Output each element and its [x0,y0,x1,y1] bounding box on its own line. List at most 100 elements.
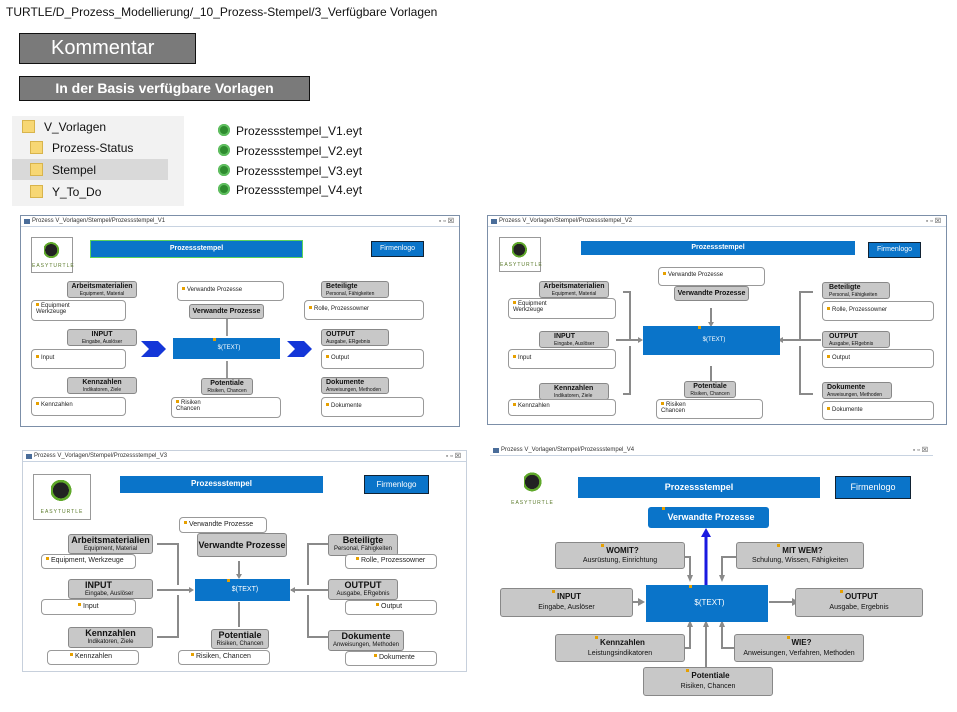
verwandte-prozesse-field[interactable]: Verwandte Prozesse [179,517,267,533]
firmenlogo-box[interactable]: Firmenlogo [835,476,911,499]
tree-item-v-vorlagen[interactable]: V_Vorlagen [22,117,106,137]
box-title: MIT WEM? [782,546,823,555]
beteiligte-field[interactable]: Rolle, Prozessowner [822,301,934,321]
beteiligte-field[interactable]: Rolle, Prozessowner [304,300,424,320]
window-controls[interactable]: ▫▫☒ [925,218,943,225]
beteiligte-field[interactable]: Rolle, Prozessowner [345,554,437,569]
template-window-v1[interactable]: Prozess V_Vorlagen/Stempel/Prozessstempe… [20,215,460,427]
potentiale-field[interactable]: Risiken, Chancen [178,650,270,665]
input-field[interactable]: Input [508,349,616,369]
template-window-v4[interactable]: Prozess V_Vorlagen/Stempel/Prozessstempe… [490,445,933,700]
verwandte-prozesse-label[interactable]: Verwandte Prozesse [189,304,264,319]
input-field[interactable]: Input [31,349,126,369]
marker-icon [36,402,39,405]
prozessstempel-header[interactable]: Prozessstempel [120,476,323,493]
kennzahlen-field[interactable]: Kennzahlen [31,397,126,416]
window-controls[interactable]: ▫▫☒ [445,453,463,460]
file-label: Prozessstempel_V4.eyt [236,183,363,197]
dokumente-field[interactable]: Dokumente [345,651,437,666]
marker-icon [601,544,605,547]
marker-icon [513,355,516,358]
output-field[interactable]: Output [321,349,424,369]
box-title: Potentiale [691,671,730,680]
prozessstempel-header[interactable]: Prozessstempel [90,240,303,258]
field-value: Input [518,355,532,361]
window-title: Prozess V_Vorlagen/Stempel/Prozessstempe… [32,218,166,224]
firmenlogo-box[interactable]: Firmenlogo [364,475,429,494]
verwandte-prozesse-label[interactable]: Verwandte Prozesse [197,533,287,557]
firmenlogo-box[interactable]: Firmenlogo [371,241,424,257]
kennzahlen-field[interactable]: Kennzahlen [508,399,616,416]
window-icon [493,448,499,453]
output-field[interactable]: Output [822,349,934,368]
tree-item-prozess-status[interactable]: Prozess-Status [30,138,133,158]
window-controls[interactable]: ▫▫☒ [438,218,456,225]
verwandte-prozesse-box[interactable]: Verwandte Prozesse [648,507,769,528]
prozessstempel-header[interactable]: Prozessstempel [581,241,855,255]
output-field[interactable]: Output [345,600,437,615]
input-field[interactable]: Input [41,599,136,615]
field-value: Input [41,355,55,361]
box-title: WOMIT? [606,546,639,555]
firmenlogo-box[interactable]: Firmenlogo [868,242,921,258]
process-center-box[interactable]: $(TEXT) [195,579,290,601]
womit-box[interactable]: WOMIT?Ausrüstung, Einrichtung [555,542,685,569]
tree-item-stempel[interactable]: Stempel [30,160,96,180]
marker-icon [36,303,39,306]
dokumente-field[interactable]: Dokumente [822,401,934,420]
dokumente-field[interactable]: Dokumente [321,397,424,417]
verwandte-prozesse-field[interactable]: Verwandte Prozesse [177,281,284,301]
mit-wem-box[interactable]: MIT WEM?Schulung, Wissen, Fähigkeiten [736,542,864,569]
kommentar-button[interactable]: Kommentar [19,33,196,64]
process-center-box[interactable]: $(TEXT) [643,326,780,355]
process-center-box[interactable]: $(TEXT) [646,585,768,622]
kennzahlen-field[interactable]: Kennzahlen [47,650,139,665]
turtle-file-icon [218,124,230,136]
process-center-box[interactable]: $(TEXT) [173,338,280,359]
arbeitsmaterialien-field[interactable]: Equipment, Werkzeuge [41,554,136,569]
template-window-v3[interactable]: Prozess V_Vorlagen/Stempel/Prozessstempe… [22,450,467,672]
file-item-v4[interactable]: Prozessstempel_V4.eyt [218,181,362,199]
prozessstempel-header[interactable]: Prozessstempel [578,477,820,498]
box-subtitle: Eingabe, Auslöser [554,341,595,347]
verwandte-prozesse-label[interactable]: Verwandte Prozesse [674,286,749,301]
tree-item-y-to-do[interactable]: Y_To_Do [30,182,101,202]
template-window-v2[interactable]: Prozess V_Vorlagen/Stempel/Prozessstempe… [487,215,947,425]
file-item-v1[interactable]: Prozessstempel_V1.eyt [218,122,362,140]
wie-box[interactable]: WIE?Anweisungen, Verfahren, Methoden [734,634,864,662]
box-title: Dokumente [827,384,866,391]
verwandte-prozesse-field[interactable]: Verwandte Prozesse [658,267,765,286]
file-item-v2[interactable]: Prozessstempel_V2.eyt [218,142,362,160]
window-controls[interactable]: ▫▫☒ [912,447,930,454]
file-item-v3[interactable]: Prozessstempel_V3.eyt [218,162,362,180]
